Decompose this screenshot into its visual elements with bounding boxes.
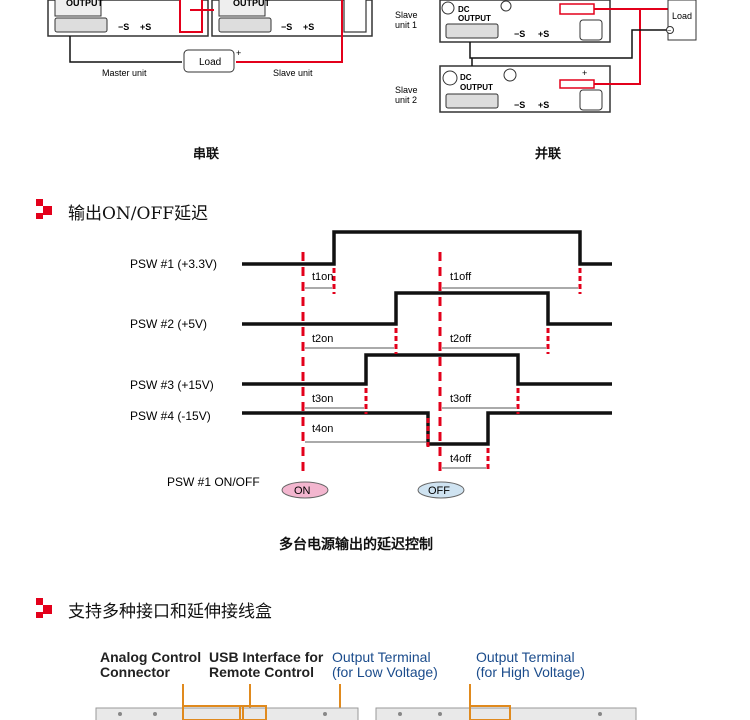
row-label-2: PSW #2 (+5V): [130, 317, 207, 331]
switch-label: PSW #1 ON/OFF: [167, 475, 260, 489]
row-label-3: PSW #3 (+15V): [130, 378, 214, 392]
master-plus-s: +S: [140, 22, 151, 32]
row-label-1: PSW #1 (+3.3V): [130, 257, 217, 271]
waveform-4: [242, 411, 612, 446]
slave1-label-b: unit 1: [395, 20, 417, 30]
master-unit: OUTPUT −S +S: [47, 0, 209, 37]
slave-unit-label: Slave unit: [273, 68, 313, 78]
slave-unit-1: DC OUTPUT −S +S: [439, 0, 611, 43]
section-bullet-icon: [36, 199, 52, 219]
slave1-label-a: Slave: [395, 10, 418, 20]
series-load: Load +: [183, 48, 241, 73]
on-button-label: ON: [294, 485, 311, 497]
waveform-2: [242, 291, 612, 326]
label-t4off: t4off: [450, 453, 472, 465]
interval-arrows: [305, 287, 578, 469]
section-bullet-icon: [36, 598, 52, 618]
label-t4on: t4on: [312, 423, 333, 435]
slave1-minus-s: −S: [514, 29, 525, 39]
parallel-load-label: Load: [672, 11, 692, 21]
label-t1on: t1on: [312, 271, 333, 283]
series-load-plus: +: [236, 48, 241, 58]
label-t2off: t2off: [450, 333, 472, 345]
slave1-plus-s: +S: [538, 29, 549, 39]
master-minus-s: −S: [118, 22, 129, 32]
slave-output-label: OUTPUT: [233, 0, 271, 8]
slave2-output: OUTPUT: [460, 83, 493, 92]
series-load-label: Load: [199, 57, 221, 68]
parallel-load: Load −: [666, 0, 697, 41]
wiring-diagrams: OUTPUT −S +S OUTPUT −S +S Load + Master …: [47, 0, 697, 113]
slave2-label-b: unit 2: [395, 95, 417, 105]
label-t3off: t3off: [450, 393, 472, 405]
on-button[interactable]: ON: [281, 481, 329, 499]
parallel-load-minus: −: [667, 28, 671, 35]
slave1-output: OUTPUT: [458, 14, 491, 23]
slave2-plus: +: [582, 68, 587, 78]
timing-caption: 多台电源输出的延迟控制: [279, 537, 433, 553]
slave-unit: OUTPUT −S +S: [211, 0, 373, 37]
output-low-label: Output Terminal(for Low Voltage): [332, 649, 438, 680]
rear-panel-photo: [95, 684, 637, 720]
series-caption: 串联: [193, 147, 220, 162]
slave1-dc: DC: [458, 5, 470, 14]
slave-minus-s: −S: [281, 22, 292, 32]
row-label-4: PSW #4 (-15V): [130, 409, 211, 423]
waveform-3: [242, 353, 612, 386]
label-t1off: t1off: [450, 271, 472, 283]
parallel-caption: 并联: [535, 147, 562, 162]
off-button-label: OFF: [428, 485, 450, 497]
slave2-minus-s: −S: [514, 100, 525, 110]
slave-unit-2: DC OUTPUT −S +S +: [439, 65, 611, 113]
master-output-label: OUTPUT: [66, 0, 104, 8]
timing-diagram: PSW #1 (+3.3V) PSW #2 (+5V) PSW #3 (+15V…: [130, 230, 612, 499]
output-high-label: Output Terminal(for High Voltage): [476, 649, 585, 680]
slave2-plus-s: +S: [538, 100, 549, 110]
label-t2on: t2on: [312, 333, 333, 345]
slave-plus-s: +S: [303, 22, 314, 32]
label-t3on: t3on: [312, 393, 333, 405]
section-title-delay: 输出ON/OFF延迟: [68, 204, 209, 224]
section-title-interfaces: 支持多种接口和延伸接线盒: [68, 602, 272, 622]
waveform-1: [242, 230, 612, 266]
slave2-label-a: Slave: [395, 85, 418, 95]
slave2-dc: DC: [460, 73, 472, 82]
interval-end-markers: [332, 268, 582, 472]
master-unit-label: Master unit: [102, 68, 147, 78]
off-button[interactable]: OFF: [417, 481, 465, 499]
